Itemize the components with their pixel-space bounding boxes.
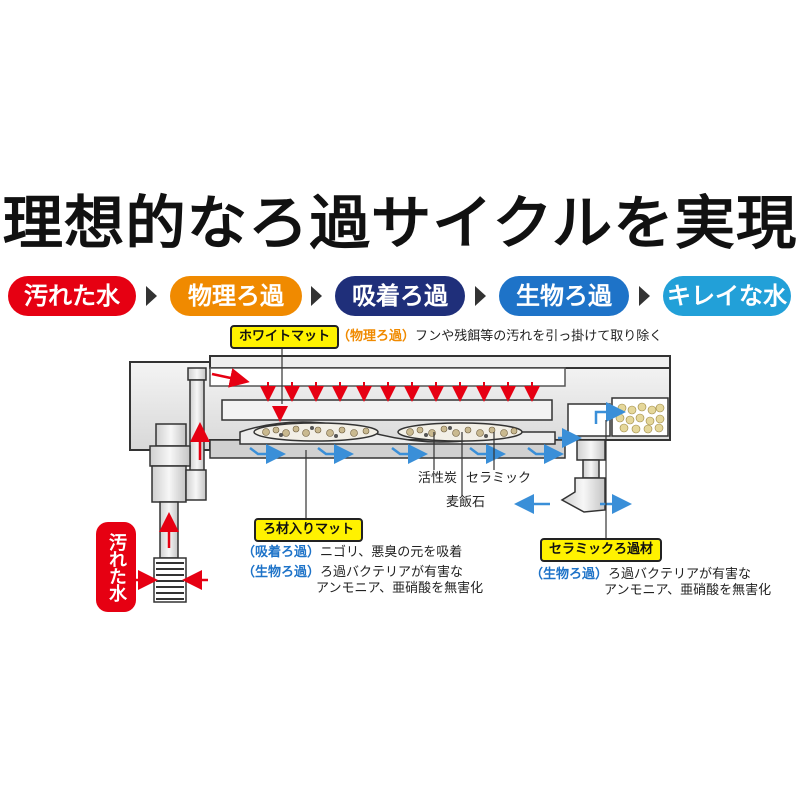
white-mat-description: （物理ろ過）フンや残餌等の汚れを引っ掛けて取り除く	[337, 328, 662, 345]
white-mat	[221, 399, 553, 421]
media-mat-line1-desc: ニゴリ、悪臭の元を吸着	[320, 545, 463, 560]
step-biological-filtration: 生物ろ過	[499, 276, 629, 316]
media-mat-tag: ろ材入りマット	[254, 518, 364, 542]
drip-arrows	[260, 382, 540, 422]
white-mat-desc: フンや残餌等の汚れを引っ掛けて取り除く	[415, 329, 663, 344]
step-clean-water: キレイな水	[663, 276, 791, 316]
media-mat-line3: アンモニア、亜硝酸を無害化	[316, 581, 484, 596]
step-arrow-1	[146, 286, 157, 306]
step-arrow-3	[475, 286, 486, 306]
media-mat-line2-type: （生物ろ過）	[242, 565, 321, 580]
dirty-water-badge: 汚れた水	[96, 522, 136, 612]
label-bakuhanseki: 麦飯石	[446, 495, 486, 510]
clean-water-arrows	[249, 402, 632, 514]
step-arrow-2	[311, 286, 322, 306]
step-dirty-water: 汚れた水	[8, 276, 136, 316]
ceramic-media-box	[567, 397, 669, 437]
step-adsorption-filtration: 吸着ろ過	[335, 276, 465, 316]
media-mat	[239, 421, 556, 445]
ceramic-media-type: （生物ろ過）	[530, 567, 609, 582]
intake-strainer	[153, 557, 187, 603]
media-mat-line2-desc-a: ろ過バクテリアが有害な	[320, 565, 464, 580]
step-arrow-4	[639, 286, 650, 306]
page-title: 理想的なろ過サイクルを実現	[2, 189, 798, 257]
outlet-nozzle	[560, 439, 606, 513]
ceramic-media-tag: セラミックろ過材	[540, 538, 663, 562]
white-mat-type: （物理ろ過）	[337, 329, 416, 344]
dirty-water-arrows	[132, 368, 250, 590]
media-mat-line2: （生物ろ過）ろ過バクテリアが有害な	[242, 564, 463, 581]
media-mat-line1-type: （吸着ろ過）	[242, 545, 321, 560]
label-ceramic: セラミック	[466, 471, 532, 486]
step-physical-filtration: 物理ろ過	[170, 276, 302, 316]
media-mat-line1: （吸着ろ過）ニゴリ、悪臭の元を吸着	[242, 544, 462, 561]
white-mat-tag: ホワイトマット	[230, 325, 340, 349]
ceramic-media-desc-a: ろ過バクテリアが有害な	[608, 567, 752, 582]
label-activated-carbon: 活性炭	[418, 471, 458, 486]
ceramic-media-line1: （生物ろ過）ろ過バクテリアが有害な	[530, 566, 751, 583]
leader-lines	[281, 336, 607, 540]
ceramic-media-line2: アンモニア、亜硝酸を無害化	[604, 583, 772, 598]
